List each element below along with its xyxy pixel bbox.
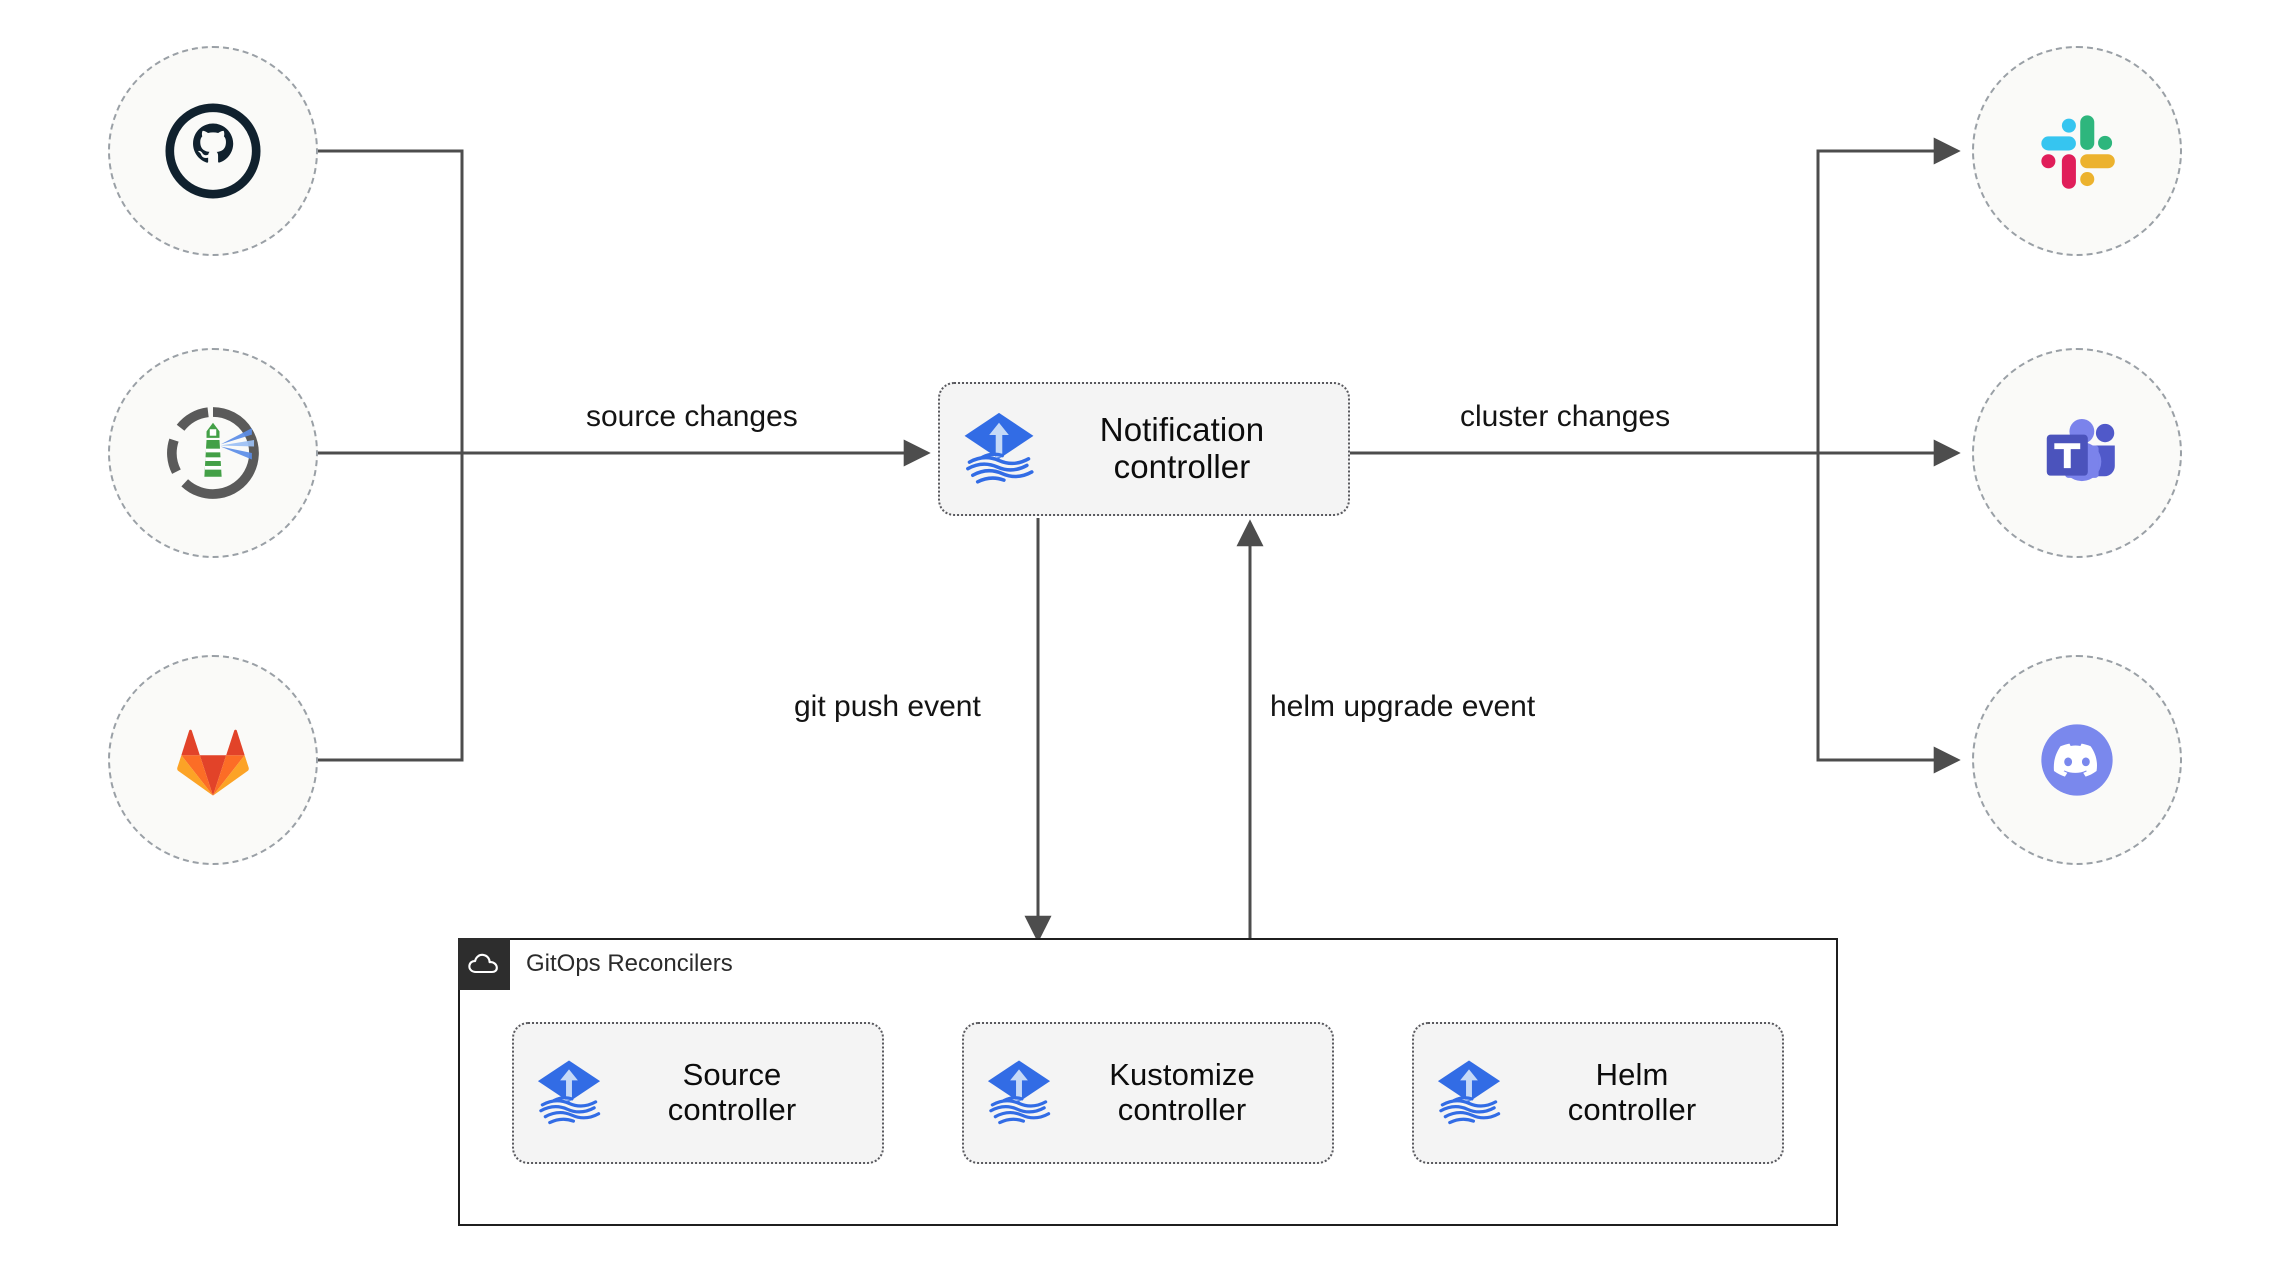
flux-lighthouse-icon <box>167 407 259 499</box>
microsoft-teams-icon <box>2046 418 2115 482</box>
kustomize-controller-label: Kustomize controller <box>1109 1057 1255 1127</box>
cloud-icon <box>458 938 510 990</box>
flux-icon <box>1437 1060 1501 1125</box>
github-icon <box>165 103 261 199</box>
flux-icon <box>987 1060 1051 1125</box>
source-node-github[interactable] <box>108 46 318 256</box>
kustomize-controller-node[interactable]: Kustomize controller <box>962 1022 1334 1164</box>
edge-gitlab-to-bus <box>318 453 464 762</box>
edge-label-cluster-changes: cluster changes <box>1452 398 1679 436</box>
source-node-flux[interactable] <box>108 348 318 558</box>
source-controller-label: Source controller <box>667 1057 797 1127</box>
helm-controller-label: Helm controller <box>1567 1057 1697 1127</box>
source-controller-node[interactable]: Source controller <box>512 1022 884 1164</box>
edge-bus-to-slack <box>1816 137 1961 453</box>
gitops-reconcilers-title: GitOps Reconcilers <box>526 950 733 977</box>
flux-icon <box>537 1060 601 1125</box>
target-node-discord[interactable] <box>1972 655 2182 865</box>
edge-github-to-bus <box>318 149 464 453</box>
source-node-gitlab[interactable] <box>108 655 318 865</box>
gitlab-icon <box>177 729 249 796</box>
target-node-slack[interactable] <box>1972 46 2182 256</box>
notification-controller-node[interactable]: Notification controller <box>938 382 1350 516</box>
discord-icon <box>2041 724 2113 796</box>
flux-icon <box>964 412 1034 484</box>
gitops-reconcilers-header: GitOps Reconcilers <box>458 938 733 990</box>
edge-bus-to-discord <box>1816 453 1961 774</box>
target-node-teams[interactable] <box>1972 348 2182 558</box>
edge-label-source-changes: source changes <box>578 398 806 436</box>
edge-label-git-push-event: git push event <box>786 688 989 726</box>
slack-icon <box>2041 115 2115 189</box>
notification-controller-label: Notification controller <box>1099 411 1265 485</box>
edge-label-helm-upgrade-event: helm upgrade event <box>1262 688 1544 726</box>
helm-controller-node[interactable]: Helm controller <box>1412 1022 1784 1164</box>
